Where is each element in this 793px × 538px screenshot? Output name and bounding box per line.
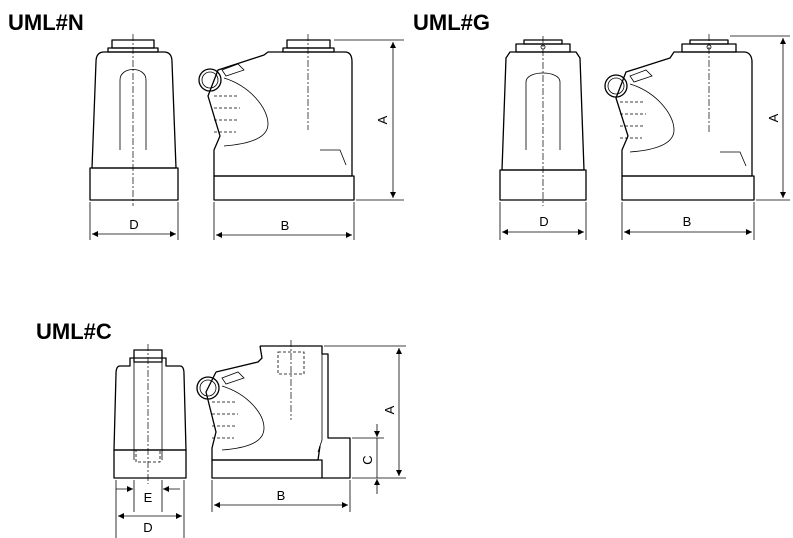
base-block	[499, 169, 587, 201]
pump-lever	[221, 63, 245, 77]
dim-label-a: A	[766, 113, 781, 122]
dim-label-b: B	[281, 218, 290, 233]
cylinder-body	[207, 51, 353, 177]
base-block	[89, 167, 179, 201]
dim-label-a: A	[382, 405, 397, 414]
base-block	[113, 449, 187, 479]
side-view-uml-n: B A	[198, 34, 404, 240]
body-detail	[720, 151, 747, 167]
ram-pocket	[277, 351, 305, 375]
internal-ports	[212, 401, 238, 439]
handle-socket-inner	[201, 71, 219, 89]
cylinder-top	[215, 345, 263, 373]
piston-cap	[286, 39, 331, 49]
view-uml-g: UML#G D	[413, 10, 790, 240]
pump-housing	[223, 77, 269, 147]
view-uml-c: UML#C E D	[36, 319, 406, 538]
handle-socket	[198, 68, 222, 92]
claw-inner	[317, 354, 323, 453]
model-title-uml-c: UML#C	[36, 319, 112, 344]
body-detail	[320, 149, 347, 166]
base-block	[213, 175, 355, 201]
handle-socket-inner	[607, 77, 625, 95]
base-block	[621, 175, 755, 201]
model-title-uml-n: UML#N	[8, 10, 84, 35]
dim-label-b: B	[277, 488, 286, 503]
side-view-uml-g: B A	[604, 34, 790, 240]
handle-socket	[196, 376, 220, 400]
pump-lever	[221, 371, 245, 385]
internal-ports	[214, 95, 240, 133]
pump-housing	[221, 385, 265, 451]
dim-label-d: D	[539, 214, 548, 229]
cylinder-body	[205, 371, 321, 461]
front-view-uml-g: D	[499, 36, 587, 240]
internal-ports	[620, 101, 646, 139]
pump-lever	[629, 69, 653, 83]
model-title-uml-g: UML#G	[413, 10, 490, 35]
dim-label-d: D	[129, 217, 138, 232]
cylinder-body	[113, 357, 187, 451]
cylinder-body	[615, 51, 753, 177]
handle-socket	[604, 74, 628, 98]
lifting-claw	[260, 345, 351, 479]
dim-label-c: C	[360, 455, 375, 464]
view-uml-n: UML#N D	[8, 10, 404, 240]
ram-guide	[133, 362, 163, 460]
dim-label-b: B	[683, 214, 692, 229]
handle-socket-inner	[199, 379, 217, 397]
pump-housing	[629, 83, 675, 153]
dim-label-d: D	[143, 520, 152, 535]
dim-label-a: A	[375, 115, 390, 124]
front-view-uml-n: D	[89, 34, 179, 240]
base-block	[211, 459, 323, 479]
side-view-uml-c: B A C	[196, 340, 406, 512]
dim-label-e: E	[144, 490, 153, 505]
front-view-uml-c: E D	[113, 344, 187, 538]
